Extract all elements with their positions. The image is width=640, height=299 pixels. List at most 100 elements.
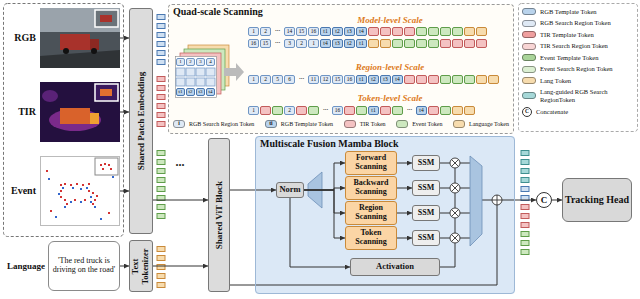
token-chip: [428, 75, 439, 84]
token-chip: [428, 106, 439, 115]
token-chip: [356, 106, 367, 115]
token-number: t2: [186, 88, 195, 96]
scanning-panel-fill: [168, 4, 514, 134]
legend-entry: tiRGB Template Token: [265, 120, 333, 128]
token-chip: [416, 75, 427, 84]
cube-front: [176, 57, 217, 98]
vit-box: Shared ViT Block: [208, 138, 230, 292]
token-chip: [476, 75, 487, 84]
token-chip: [476, 39, 487, 48]
photo-ground: [40, 8, 120, 68]
token-chip: [476, 27, 487, 36]
token-number: 1: [248, 27, 259, 36]
token-stack: [157, 246, 166, 291]
legend-entry: RGB Template Token: [522, 8, 635, 15]
token-stack: [158, 14, 165, 68]
token-number: t1: [176, 88, 185, 96]
token-chip: [464, 27, 475, 36]
embedding-box: Shared Patch Embedding: [129, 8, 153, 234]
multiply-symbols: [450, 158, 460, 243]
legend-group: iRGB Search Region Token tiRGB Template T…: [173, 120, 509, 128]
connector-arrow: [290, 198, 350, 267]
legend-swatch: [344, 120, 356, 128]
token-chip: [368, 27, 379, 36]
legend-text: RGB Template Token: [281, 121, 333, 128]
ssm-box: SSM: [412, 205, 440, 221]
legend-entry: iRGB Search Region Token: [173, 120, 254, 128]
token-stack: [522, 150, 529, 186]
concat-circle: C: [536, 192, 552, 208]
token-number: t2: [332, 27, 343, 36]
token-number: t2: [368, 75, 379, 84]
template-inset: [95, 158, 118, 175]
legend-symbol: C: [522, 107, 532, 117]
template-inset: [95, 10, 118, 27]
node-label: Shared Patch Embedding: [136, 11, 146, 231]
token-chip: [464, 39, 475, 48]
photo-sky: [40, 8, 120, 32]
activation-box: Activation: [350, 258, 440, 276]
cube-cell: [196, 78, 205, 86]
connector-arrow: [304, 190, 345, 238]
node-label: 'The red truck is driving on the road': [51, 257, 117, 275]
token-number: 16: [248, 39, 259, 48]
inset-dots: [100, 163, 112, 170]
token-chip: [392, 106, 403, 115]
cube-cell: [206, 78, 215, 86]
token-number: 2: [260, 75, 271, 84]
legend-text: TIR Search Region Token: [540, 42, 635, 49]
token-number: 4: [206, 58, 215, 66]
skip-wire: [230, 205, 497, 285]
legend-swatch: [522, 8, 536, 15]
image-panel: RGB: [40, 8, 120, 68]
token-number: 16: [332, 106, 343, 115]
ssm-box: SSM: [412, 230, 440, 246]
token-chip: [380, 39, 391, 48]
token-stack: [157, 14, 166, 68]
ellipsis: ...: [404, 104, 415, 113]
token-chip: [440, 106, 451, 115]
token-chip: [440, 75, 451, 84]
event-dots-blue: [48, 176, 114, 220]
connector-arrow: [397, 163, 412, 164]
tracking-head: Tracking Head: [562, 178, 632, 222]
legend-swatch: [522, 66, 536, 73]
node-label: SSM: [418, 234, 434, 243]
legend-text: RGB Search Region Token: [189, 121, 254, 128]
scale-label: Token-level Scale: [320, 93, 460, 104]
connector-arrow: [120, 112, 129, 113]
cube-cell: [196, 68, 205, 76]
token-stack: [157, 76, 166, 130]
connector-arrow: [397, 238, 412, 239]
connector-arrow: [120, 266, 129, 267]
node-label: Forward Scanning: [348, 154, 394, 172]
connector-arrow: [397, 213, 412, 214]
token-stack: [521, 186, 530, 204]
connector-arrow: [304, 163, 345, 190]
token-cube: [176, 45, 230, 98]
token-number: 1: [248, 75, 259, 84]
legend-text: Language Token: [469, 121, 509, 128]
panel-title: Multiscale Fusion Mamba Block: [260, 138, 399, 149]
legend-entry: Lang Token: [522, 77, 635, 84]
panel-title: Quad-scale Scanning: [173, 6, 263, 17]
token-stack: [521, 150, 530, 186]
wheel: [91, 48, 97, 54]
legend-group: RGB Template TokenRGB Search Region Toke…: [522, 8, 635, 117]
cube-cell: [186, 68, 195, 76]
legend-text: Event Token: [412, 121, 442, 128]
legend-entry: RGB Search Region Token: [522, 19, 635, 26]
event-dots-red: [46, 170, 110, 214]
output-token-column: [525, 150, 526, 258]
token-chip: [416, 39, 427, 48]
wheel: [63, 48, 69, 54]
token-number: 1: [176, 58, 185, 66]
node-label: C: [541, 195, 548, 205]
legend-entry: TIR Search Region Token: [522, 42, 635, 49]
inset-truck: [100, 15, 112, 22]
token-number: t1: [356, 39, 367, 48]
token-chip: [452, 27, 463, 36]
token-number: 16: [308, 27, 319, 36]
scan-arrow: [224, 63, 244, 81]
token-number: 3: [196, 58, 205, 66]
